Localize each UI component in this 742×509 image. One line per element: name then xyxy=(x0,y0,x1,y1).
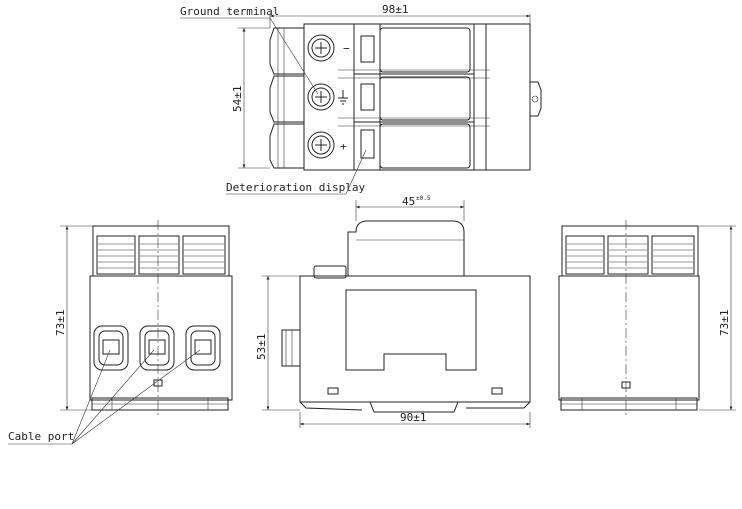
minus-symbol: − xyxy=(343,42,350,55)
deterioration-window-3 xyxy=(360,129,375,159)
screw-terminal-ground xyxy=(307,83,335,111)
top-view-cable-entries xyxy=(269,27,304,169)
screw-terminal-1 xyxy=(307,34,335,62)
cable-port-1 xyxy=(93,325,129,371)
label-cable-port: Cable port xyxy=(8,430,74,443)
dim-front-height: 73±1 xyxy=(54,310,67,337)
module-3 xyxy=(379,123,471,169)
dim-top-height: 54±1 xyxy=(231,86,244,113)
top-view-body xyxy=(303,23,531,171)
module-1 xyxy=(379,27,471,73)
module-2 xyxy=(379,76,471,121)
dim-side-top-tolerance: ±0.5 xyxy=(416,195,431,202)
front-view-body xyxy=(89,275,233,401)
dim-top-width: 98±1 xyxy=(382,3,409,16)
side-view-latch xyxy=(313,265,347,279)
front-view: 73±1 Cable port xyxy=(8,220,233,445)
side-view-cable-entry xyxy=(281,329,301,367)
side-view-body xyxy=(299,275,531,403)
back-view: 73±1 xyxy=(558,220,736,416)
back-view-body xyxy=(558,275,700,401)
dim-side-height: 53±1 xyxy=(255,334,268,361)
top-view: − + 98±1 54±1 Ground terminal Deteriorat… xyxy=(180,3,542,195)
dim-side-width: 90±1 xyxy=(400,411,427,424)
ground-icon xyxy=(338,90,348,105)
din-clip xyxy=(530,81,542,117)
front-view-top-block xyxy=(92,225,230,277)
back-view-top-block xyxy=(561,225,699,277)
deterioration-window-1 xyxy=(360,35,375,63)
label-ground-terminal: Ground terminal xyxy=(180,5,279,18)
label-deterioration-display: Deterioration display xyxy=(226,181,365,194)
side-view-top-module xyxy=(347,220,465,277)
plus-symbol: + xyxy=(340,140,347,153)
deterioration-window-2 xyxy=(360,83,375,111)
dim-side-top-width: 45 xyxy=(402,195,415,208)
front-view-vents xyxy=(98,243,224,269)
side-view: 45 ±0.5 53±1 90±1 xyxy=(255,195,531,428)
cable-port-2 xyxy=(139,325,175,371)
dim-back-height: 73±1 xyxy=(718,310,731,337)
cable-port-3 xyxy=(185,325,221,371)
back-view-vents xyxy=(567,243,693,269)
screw-terminal-3 xyxy=(307,131,335,159)
